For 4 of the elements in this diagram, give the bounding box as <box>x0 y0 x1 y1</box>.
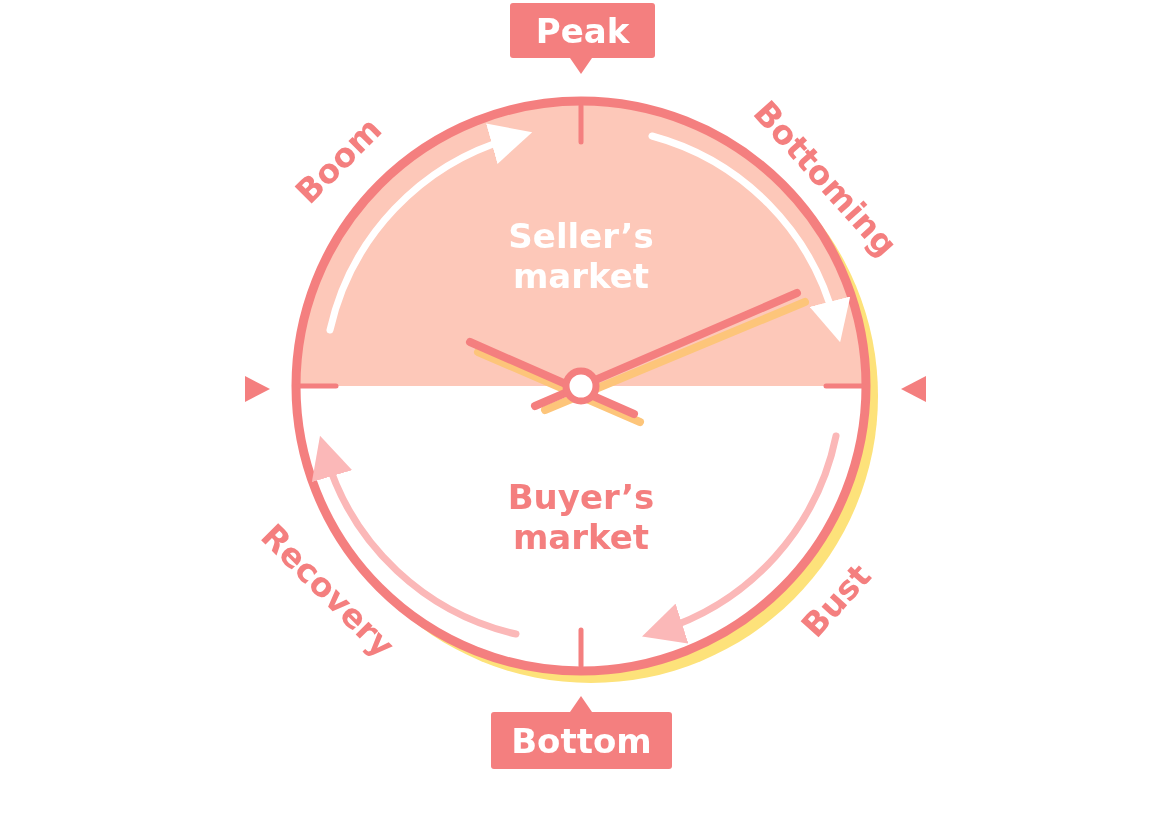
market-label: Seller’s market <box>507 216 655 296</box>
market-label: Buyer’s market <box>506 477 656 557</box>
stage-tag: Peak <box>510 3 655 58</box>
stage-tag: Bottom <box>491 712 672 769</box>
